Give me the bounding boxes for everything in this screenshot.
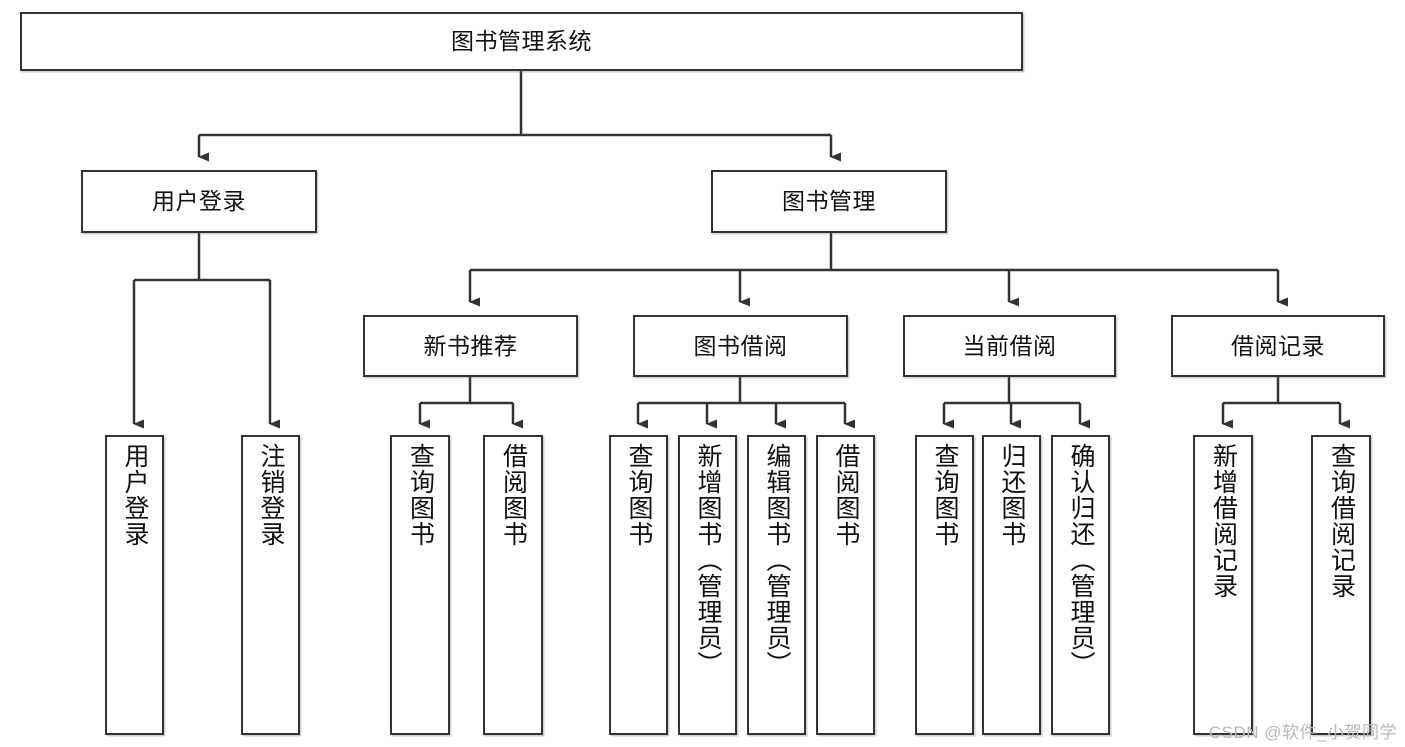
node-label: 当前借阅 [962, 332, 1057, 359]
leaf-recommend-query-book[interactable]: 查询图书 [390, 435, 450, 735]
node-current-borrow[interactable]: 当前借阅 [903, 315, 1116, 377]
leaf-current-confirm-return-admin[interactable]: 确认归还（管理员） [1051, 435, 1110, 735]
leaf-record-query-record[interactable]: 查询借阅记录 [1311, 435, 1371, 735]
node-label: 注销登录 [257, 443, 285, 547]
node-label: 借阅记录 [1231, 332, 1325, 359]
csdn-watermark: CSDN @软件_小贺同学 [1208, 723, 1397, 742]
node-book-borrow[interactable]: 图书借阅 [633, 315, 848, 377]
leaf-recommend-borrow-book[interactable]: 借阅图书 [483, 435, 543, 735]
node-label: 图书借阅 [693, 332, 788, 359]
node-label: 图书管理 [782, 188, 876, 215]
node-label: 新增图书（管理员） [694, 443, 722, 677]
leaf-borrow-add-book-admin[interactable]: 新增图书（管理员） [678, 435, 737, 735]
leaf-current-return-book[interactable]: 归还图书 [982, 435, 1041, 735]
node-label: 新书推荐 [423, 332, 518, 359]
node-label: 用户登录 [121, 443, 149, 547]
node-user-login[interactable]: 用户登录 [81, 170, 317, 233]
leaf-user-login-signout[interactable]: 注销登录 [241, 435, 300, 735]
node-borrow-record[interactable]: 借阅记录 [1171, 315, 1385, 377]
node-label: 图书管理系统 [451, 28, 592, 55]
leaf-borrow-borrow-book[interactable]: 借阅图书 [816, 435, 875, 735]
leaf-borrow-query-book[interactable]: 查询图书 [609, 435, 668, 735]
node-label: 用户登录 [152, 188, 246, 215]
node-root-system[interactable]: 图书管理系统 [20, 12, 1023, 71]
node-label: 借阅图书 [499, 443, 528, 547]
node-label: 编辑图书（管理员） [763, 443, 791, 677]
leaf-current-query-book[interactable]: 查询图书 [915, 435, 974, 735]
node-label: 归还图书 [998, 443, 1026, 547]
node-label: 新增借阅记录 [1209, 443, 1238, 599]
node-label: 查询图书 [406, 443, 435, 547]
node-label: 借阅图书 [832, 443, 860, 547]
node-book-management[interactable]: 图书管理 [711, 170, 947, 233]
node-label: 查询借阅记录 [1327, 443, 1356, 599]
node-label: 查询图书 [931, 443, 959, 547]
leaf-record-add-record[interactable]: 新增借阅记录 [1193, 435, 1253, 735]
node-label: 确认归还（管理员） [1067, 443, 1095, 677]
leaf-user-login-signin[interactable]: 用户登录 [105, 435, 164, 735]
leaf-borrow-edit-book-admin[interactable]: 编辑图书（管理员） [747, 435, 806, 735]
node-new-book-recommend[interactable]: 新书推荐 [363, 315, 578, 377]
node-label: 查询图书 [625, 443, 653, 547]
